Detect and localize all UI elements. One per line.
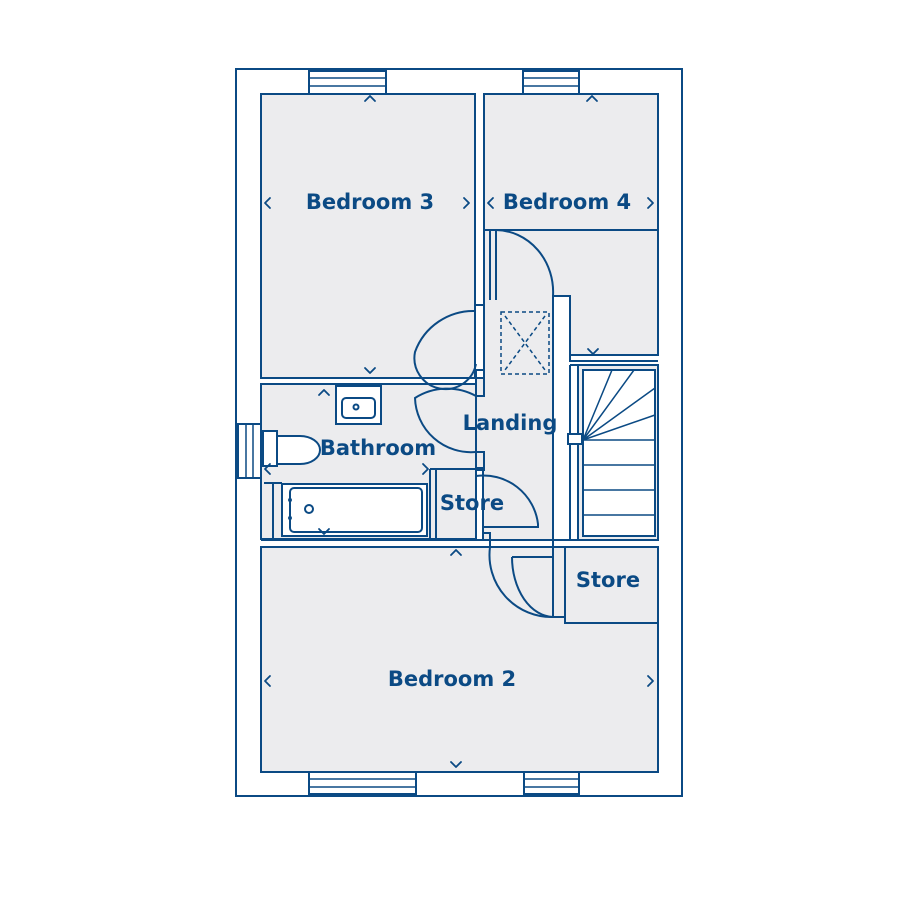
door-bathroom[interactable]	[413, 387, 477, 454]
label-bedroom-4: Bedroom 4	[503, 190, 631, 214]
wall-bed4-stairs	[553, 295, 658, 362]
window-bathroom	[237, 423, 262, 479]
staircase	[567, 369, 656, 537]
door-bedroom-2[interactable]	[488, 546, 554, 619]
label-store-landing: Store	[440, 491, 504, 515]
door-store-landing[interactable]	[475, 474, 539, 528]
wall-bath-landing	[475, 369, 485, 471]
toilet-icon	[262, 430, 321, 467]
door-store-stairs[interactable]	[511, 556, 554, 618]
window-bedroom-2-right	[523, 771, 580, 795]
window-bedroom-2-left	[308, 771, 417, 795]
bedroom-2-floor	[260, 546, 659, 773]
dimension-markers	[264, 95, 654, 768]
wall-landing-bed2	[483, 532, 491, 547]
loft-hatch	[500, 311, 550, 375]
bath-tub-icon	[281, 483, 428, 537]
label-bedroom-3: Bedroom 3	[306, 190, 434, 214]
bedroom-3-floor	[260, 93, 476, 379]
wall-bed3-bath	[261, 377, 476, 385]
wall-store-landing	[429, 468, 483, 540]
label-store-stairs: Store	[576, 568, 640, 592]
label-landing: Landing	[463, 411, 558, 435]
bedroom-4-floor	[483, 93, 659, 231]
window-bedroom-4	[522, 70, 580, 95]
wall-stairs-left	[569, 364, 579, 540]
bath-screen	[264, 482, 282, 538]
wall-bath-bed2	[261, 539, 565, 548]
label-bathroom: Bathroom	[320, 436, 436, 460]
label-bedroom-2: Bedroom 2	[388, 667, 516, 691]
basin-icon	[335, 385, 382, 425]
door-bedroom-4[interactable]	[495, 229, 555, 300]
wall-bed3-bed4	[474, 94, 485, 306]
door-bedroom-3[interactable]	[413, 309, 477, 391]
window-bedroom-3	[308, 70, 387, 95]
